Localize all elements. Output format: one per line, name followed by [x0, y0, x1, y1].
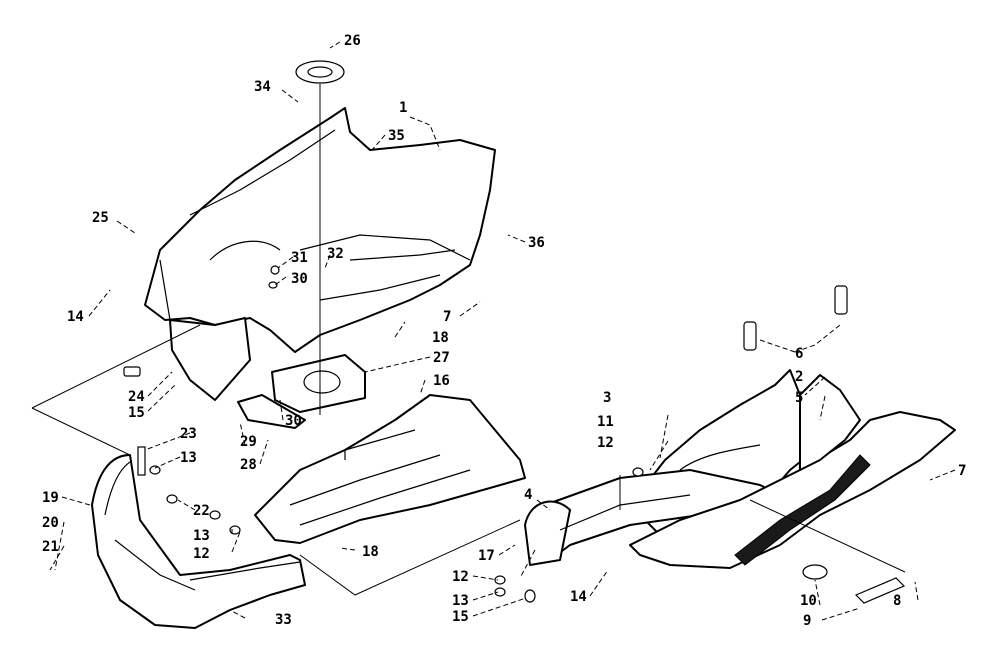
callout-30-lower: 30 [285, 413, 302, 429]
pad-24 [123, 366, 141, 377]
callout-14-left: 14 [67, 309, 84, 325]
callout-4: 4 [524, 487, 532, 503]
nut-22 [166, 494, 178, 504]
washer-13-c [494, 587, 506, 597]
callout-22: 22 [193, 503, 210, 519]
callout-14-mid: 14 [570, 589, 587, 605]
latch-6-right [834, 285, 848, 315]
washer-12-mid [494, 575, 506, 585]
callout-27: 27 [433, 350, 450, 366]
callout-19: 19 [42, 490, 59, 506]
callout-31: 31 [291, 250, 308, 266]
lens-10 [802, 564, 828, 580]
grommet-26-inner [307, 66, 333, 78]
callout-20: 20 [42, 515, 59, 531]
washer-12-right [632, 467, 644, 477]
callout-32: 32 [327, 246, 344, 262]
callout-7-right: 7 [958, 463, 966, 479]
callout-26: 26 [344, 33, 361, 49]
callout-13-top: 13 [180, 450, 197, 466]
callout-15-mid: 15 [452, 609, 469, 625]
callout-2: 2 [795, 369, 803, 385]
callout-12-right: 12 [597, 435, 614, 451]
side-panel-2 [629, 374, 956, 569]
callout-11: 11 [597, 414, 614, 430]
callout-3: 3 [603, 390, 611, 406]
callout-labels: 1 2 3 4 5 6 7 7 8 9 10 11 12 12 12 13 13… [42, 33, 966, 629]
callout-28: 28 [240, 457, 257, 473]
callout-5: 5 [795, 390, 803, 406]
callout-13-mid: 13 [452, 593, 469, 609]
callout-7-upper: 7 [443, 309, 451, 325]
callout-12-left: 12 [193, 546, 210, 562]
callout-36: 36 [528, 235, 545, 251]
leader-lines [49, 41, 956, 621]
callout-30-upper: 30 [291, 271, 308, 287]
screw-30 [268, 281, 278, 289]
callout-18-upper: 18 [432, 330, 449, 346]
washer-13-b [209, 510, 221, 520]
callout-17: 17 [478, 548, 495, 564]
callout-1: 1 [399, 100, 407, 116]
callout-18-lower: 18 [362, 544, 379, 560]
latch-6-left [743, 321, 757, 351]
assembly-lines [31, 324, 906, 596]
screw-31 [270, 265, 280, 275]
callout-34: 34 [254, 79, 271, 95]
callout-8: 8 [893, 593, 901, 609]
front-bumper [91, 454, 306, 629]
washer-13-a [149, 465, 161, 475]
callout-13-left: 13 [193, 528, 210, 544]
strip-23 [137, 446, 146, 476]
callout-29: 29 [240, 434, 257, 450]
callout-12-mid: 12 [452, 569, 469, 585]
floor-plate [254, 394, 526, 544]
callout-24: 24 [128, 389, 145, 405]
callout-35: 35 [388, 128, 405, 144]
cap-15 [524, 589, 536, 603]
callout-23: 23 [180, 426, 197, 442]
seat-plate [271, 354, 366, 413]
callout-6: 6 [795, 346, 803, 362]
callout-15-left: 15 [128, 405, 145, 421]
callout-16: 16 [433, 373, 450, 389]
callout-9: 9 [803, 613, 811, 629]
callout-33: 33 [275, 612, 292, 628]
bracket-28 [237, 394, 306, 429]
reflector-9 [854, 577, 906, 604]
callout-10: 10 [800, 593, 817, 609]
callout-25: 25 [92, 210, 109, 226]
callout-21: 21 [42, 539, 59, 555]
